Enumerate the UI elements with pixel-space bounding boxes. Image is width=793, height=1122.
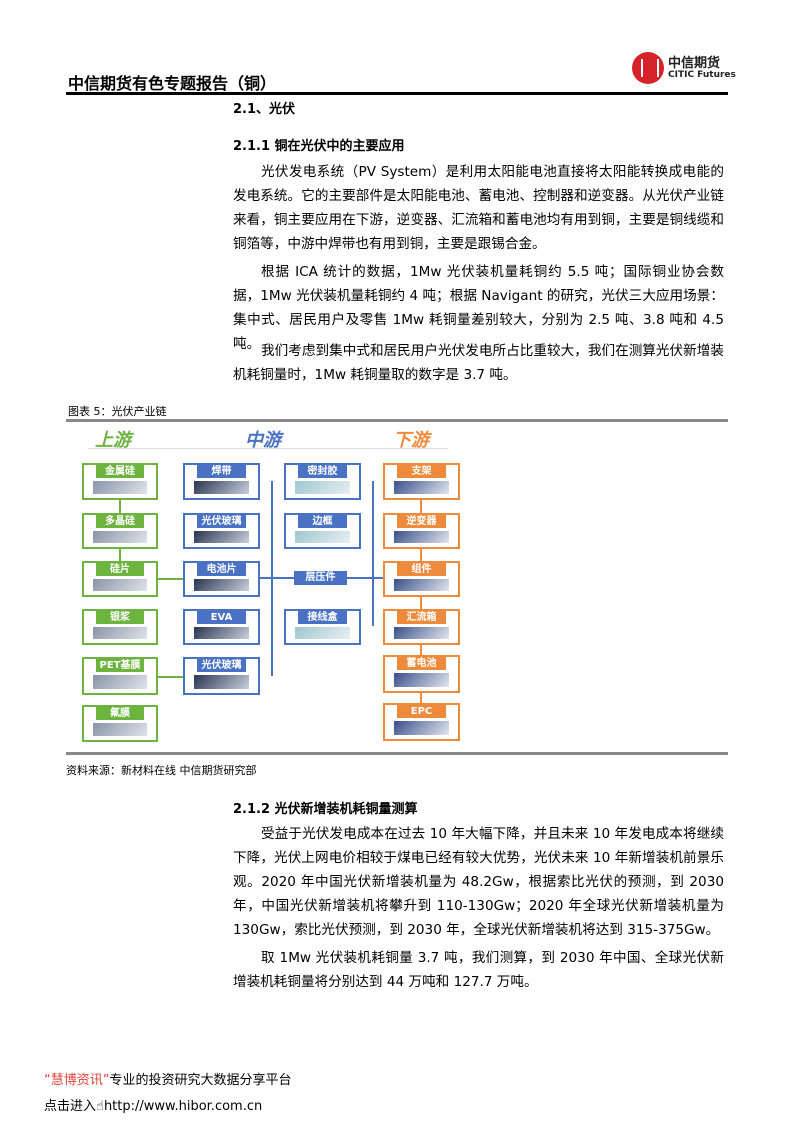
subsection-heading: 2.1.1 铜在光伏中的主要应用 — [233, 139, 405, 154]
node-image — [92, 723, 148, 736]
node-image — [92, 579, 148, 591]
connector — [157, 578, 183, 580]
midstream-node: 接线盒 — [284, 609, 361, 645]
upstream-node: 硅片 — [82, 561, 158, 597]
footer-enter: 点击进入 — [44, 1099, 97, 1114]
upstream-node: 氟膜 — [82, 705, 158, 742]
node-label: 逆变器 — [396, 515, 447, 528]
node-image — [393, 481, 450, 494]
subsection-heading: 2.1.2 光伏新增装机耗铜量测算 — [233, 802, 418, 817]
figure-source: 资料来源：新材料在线 中信期货研究部 — [66, 764, 257, 777]
node-image — [92, 675, 148, 689]
stage-upstream: 上游 — [95, 430, 131, 451]
citic-logo-icon — [632, 52, 664, 84]
logo-cn: 中信期货 — [668, 56, 721, 71]
midstream-node: 光伏玻璃 — [183, 513, 260, 549]
downstream-node: 蓄电池 — [383, 655, 460, 693]
midstream-node: 焊带 — [183, 463, 260, 500]
figure-caption: 图表 5：光伏产业链 — [68, 405, 167, 418]
figure-top-rule — [66, 419, 728, 422]
logo-en: CITIC Futures — [668, 70, 736, 80]
footer-link[interactable]: 点击进入☝http://www.hibor.com.cn — [44, 1095, 262, 1114]
footer-brand: “慧博资讯” — [44, 1073, 110, 1088]
figure-bottom-rule — [66, 752, 728, 755]
downstream-node: EPC — [383, 703, 460, 741]
node-image — [193, 531, 250, 543]
node-image — [193, 675, 250, 689]
connector — [420, 500, 422, 705]
node-label: 光伏玻璃 — [196, 515, 247, 528]
downstream-node: 支架 — [383, 463, 460, 500]
node-image — [193, 579, 250, 591]
node-image — [393, 627, 450, 639]
node-label: 光伏玻璃 — [196, 659, 247, 672]
node-label: 支架 — [396, 465, 447, 478]
connector — [372, 481, 374, 626]
footer-slogan: “慧博资讯”专业的投资研究大数据分享平台 — [44, 1069, 292, 1088]
midstream-node: EVA — [183, 609, 260, 645]
node-label: 密封胶 — [297, 465, 348, 478]
connector — [157, 676, 183, 678]
downstream-node: 组件 — [383, 561, 460, 597]
hand-pointer-icon: ☝ — [96, 1099, 104, 1114]
node-image — [92, 481, 148, 494]
midstream-node: 密封胶 — [284, 463, 361, 500]
midstream-node: 光伏玻璃 — [183, 657, 260, 695]
laminate-label: 层压件 — [294, 571, 347, 585]
stage-midstream: 中游 — [245, 430, 281, 451]
node-image — [393, 531, 450, 543]
node-label: 汇流箱 — [396, 611, 447, 624]
node-label: 组件 — [396, 563, 447, 576]
section-heading: 2.1、光伏 — [233, 102, 296, 117]
paragraph: 受益于光伏发电成本在过去 10 年大幅下降，并且未来 10 年发电成本将继续下降… — [233, 826, 724, 938]
midstream-node: 电池片 — [183, 561, 260, 597]
node-label: 氟膜 — [95, 707, 145, 720]
upstream-node: PET基膜 — [82, 657, 158, 695]
node-label: EPC — [396, 705, 447, 718]
node-image — [393, 673, 450, 687]
footer-slogan-text: 专业的投资研究大数据分享平台 — [109, 1073, 292, 1088]
node-image — [92, 627, 148, 639]
node-image — [393, 579, 450, 591]
node-image — [193, 481, 250, 494]
midstream-node: 边框 — [284, 513, 361, 549]
paragraph: 根据 ICA 统计的数据，1Mw 光伏装机量耗铜约 5.5 吨；国际铜业协会数据… — [233, 264, 724, 352]
header-rule — [66, 92, 728, 95]
paragraph: 光伏发电系统（PV System）是利用太阳能电池直接将太阳能转换成电能的发电系… — [233, 164, 724, 252]
citic-logo: 中信期货 CITIC Futures — [632, 52, 742, 86]
node-label: 电池片 — [196, 563, 247, 576]
stage-underline — [88, 448, 448, 449]
downstream-node: 汇流箱 — [383, 609, 460, 645]
node-label: 边框 — [297, 515, 348, 528]
node-label: 金属硅 — [95, 465, 145, 478]
node-label: 蓄电池 — [396, 657, 447, 670]
node-label: EVA — [196, 611, 247, 624]
node-image — [294, 627, 351, 639]
node-label: 硅片 — [95, 563, 145, 576]
paragraph: 取 1Mw 光伏装机耗铜量 3.7 吨，我们测算，到 2030 年中国、全球光伏… — [233, 950, 724, 990]
node-image — [393, 721, 450, 735]
upstream-node: 银浆 — [82, 609, 158, 645]
node-label: 接线盒 — [297, 611, 348, 624]
paragraph: 我们考虑到集中式和居民用户光伏发电所占比重较大，我们在测算光伏新增装机耗铜量时，… — [233, 343, 724, 383]
node-image — [193, 627, 250, 639]
node-image — [294, 481, 351, 494]
report-title: 中信期货有色专题报告（铜） — [68, 74, 277, 93]
node-label: 多晶硅 — [95, 515, 145, 528]
node-image — [92, 531, 148, 543]
footer-url[interactable]: http://www.hibor.com.cn — [103, 1099, 263, 1114]
stage-downstream: 下游 — [393, 430, 429, 451]
node-label: 银浆 — [95, 611, 145, 624]
node-label: 焊带 — [196, 465, 247, 478]
downstream-node: 逆变器 — [383, 513, 460, 549]
node-label: PET基膜 — [95, 659, 145, 672]
upstream-node: 金属硅 — [82, 463, 158, 500]
upstream-node: 多晶硅 — [82, 513, 158, 549]
node-image — [294, 531, 351, 543]
